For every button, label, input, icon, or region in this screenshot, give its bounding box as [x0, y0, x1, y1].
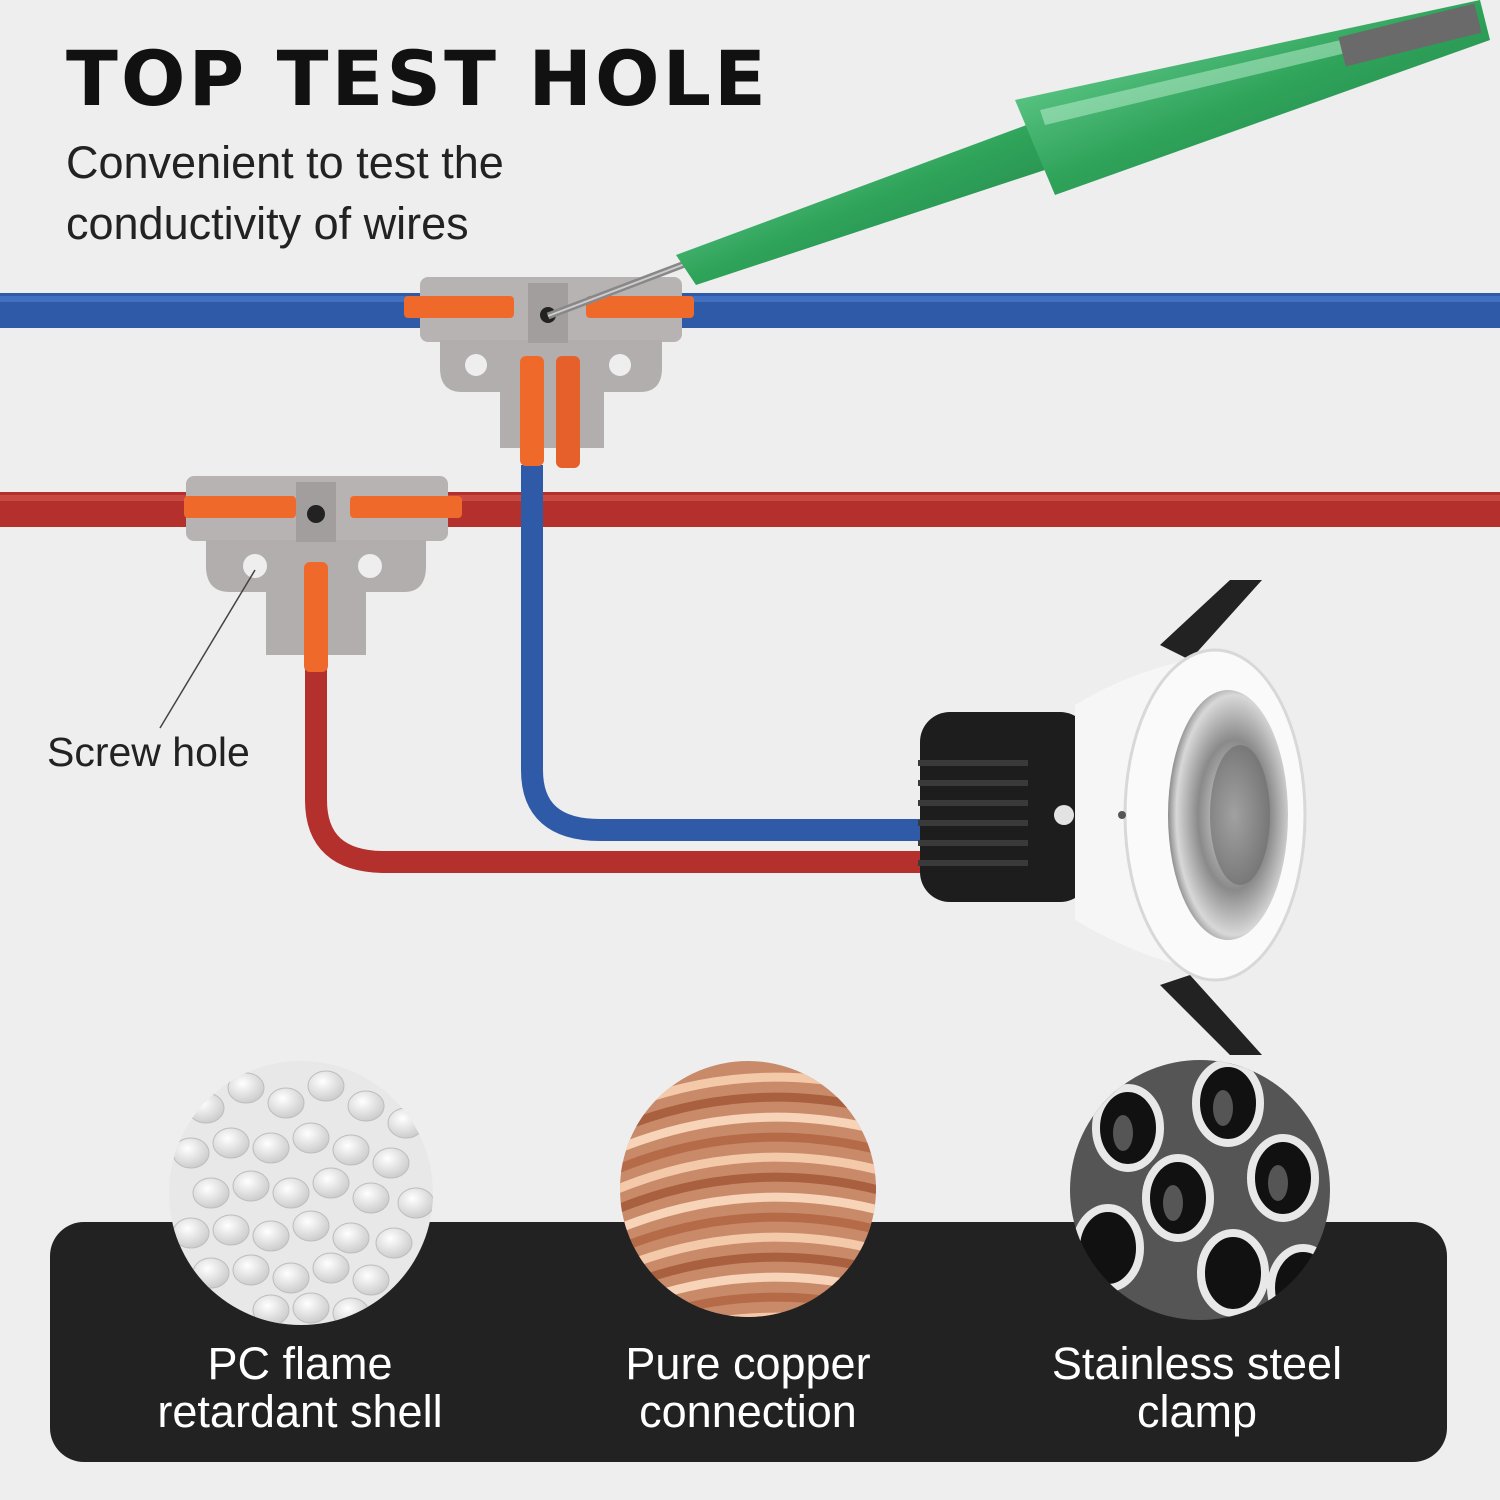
copper-wire-coil-icon — [620, 1061, 876, 1317]
lever-right[interactable] — [350, 496, 462, 518]
feature-label-line: connection — [639, 1386, 857, 1437]
screw-hole-icon — [609, 354, 631, 376]
feature-label-line: Pure copper — [625, 1338, 871, 1389]
red-branch-wire — [305, 665, 925, 873]
lever-branch[interactable] — [520, 356, 544, 466]
feature-label-line: Stainless steel — [1051, 1338, 1343, 1389]
feature-label-steel-clamp: Stainless steel clamp — [987, 1340, 1407, 1436]
subtitle-line: Convenient to test the — [66, 137, 504, 188]
subtitle: Convenient to test the conductivity of w… — [66, 132, 626, 254]
lower-t-connector — [184, 476, 462, 672]
feature-label-pc-shell: PC flame retardant shell — [90, 1340, 510, 1436]
lever-branch[interactable] — [304, 562, 328, 672]
lever-branch[interactable] — [556, 356, 580, 468]
subtitle-line: conductivity of wires — [66, 198, 469, 249]
plastic-pellets-icon — [169, 1061, 433, 1325]
blue-branch-wire — [521, 465, 925, 841]
feature-label-copper: Pure copper connection — [538, 1340, 958, 1436]
upper-t-connector — [404, 277, 694, 468]
screw-hole-icon — [465, 354, 487, 376]
feature-label-line: PC flame — [207, 1338, 393, 1389]
test-hole-icon — [307, 505, 325, 523]
lever-left[interactable] — [404, 296, 514, 318]
screw-hole-label: Screw hole — [47, 729, 250, 775]
voltage-tester-icon — [546, 0, 1490, 320]
lever-right[interactable] — [586, 296, 694, 318]
screw-hole-icon — [358, 554, 382, 578]
screw-hole-icon — [243, 554, 267, 578]
downlight-icon — [918, 580, 1307, 1055]
wiring-illustration — [0, 0, 1500, 1055]
steel-tubes-icon — [1070, 1060, 1330, 1320]
blue-main-wire — [0, 293, 1500, 328]
feature-label-line: retardant shell — [157, 1386, 443, 1437]
feature-label-line: clamp — [1136, 1386, 1258, 1437]
page-title: TOP TEST HOLE — [66, 34, 769, 123]
lever-left[interactable] — [184, 496, 296, 518]
callout-line — [159, 569, 256, 729]
